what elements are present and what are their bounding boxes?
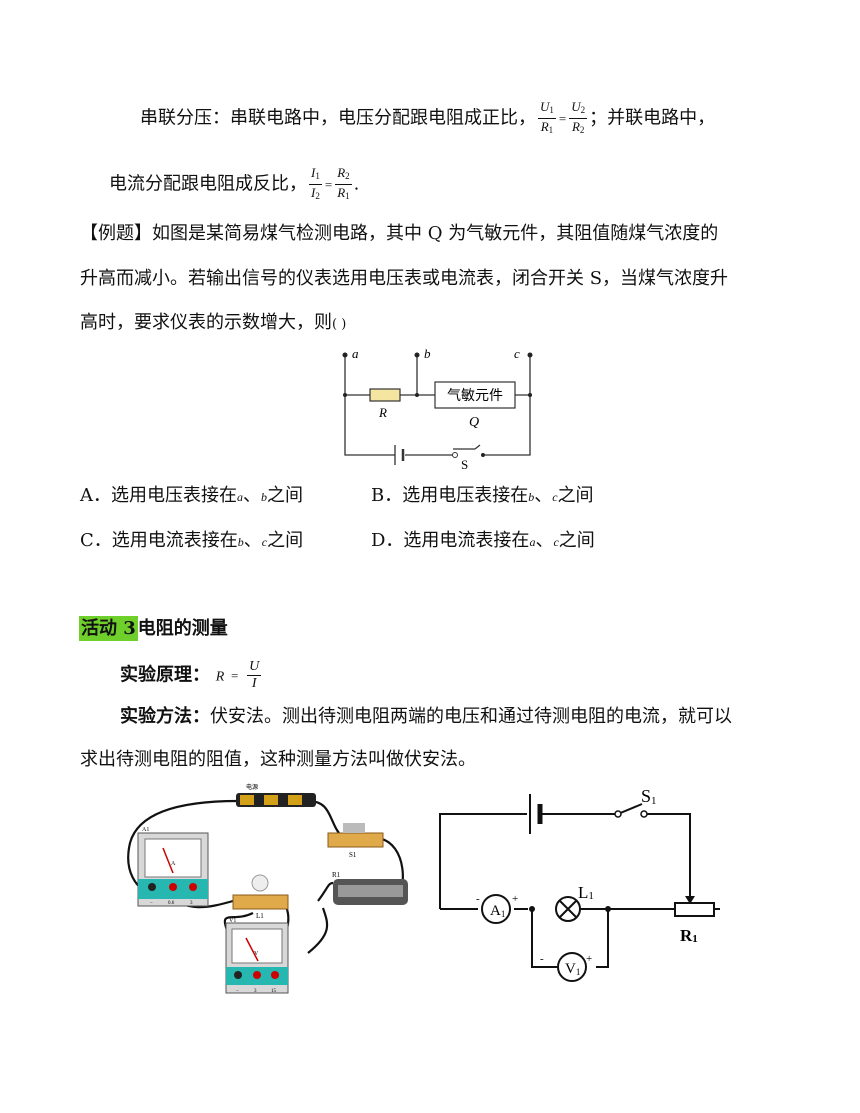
switch-s-label: S xyxy=(461,457,468,470)
photo-v1-label: V1 xyxy=(229,918,236,924)
activity-tag: 活动 3 xyxy=(79,616,138,641)
option-b: B．选用电压表接在b、c之间 xyxy=(371,485,594,506)
ammeter-tick: − xyxy=(150,901,153,906)
switch-s1 xyxy=(327,832,384,848)
example-line-3-text: 高时，要求仪表的示数增大，则 xyxy=(80,312,332,333)
method-label: 实验方法： xyxy=(120,706,210,727)
voltmeter-letter: V1 xyxy=(565,961,580,977)
ammeter-tick: 3 xyxy=(190,901,193,906)
option-a: A．选用电压表接在a、b之间 xyxy=(80,485,303,506)
voltammetry-schematic: A1 - + L1 V1 - + R1 S1 xyxy=(439,786,720,982)
lamp-l1-base xyxy=(232,894,289,910)
rheostat-label: R1 xyxy=(680,926,698,945)
terminal-c-label: c xyxy=(514,346,520,361)
voltmeter-tick: − xyxy=(236,989,239,994)
voltmeter-minus: - xyxy=(540,953,544,965)
answer-blank: ( ) xyxy=(332,317,347,332)
battery-label: 电源 xyxy=(246,783,258,791)
method-line-1: 实验方法：伏安法。测出待测电阻两端的电压和通过待测电阻的电流，就可以 xyxy=(120,703,732,731)
lamp-label: L1 xyxy=(578,883,594,902)
gas-detection-circuit-diagram: a b c R 气敏元件 Q S xyxy=(342,346,533,470)
series-text: 串联分压：串联电路中，电压分配跟电阻成正比， xyxy=(140,107,536,129)
ammeter-letter: A1 xyxy=(490,903,505,919)
method-text-1: 伏安法。测出待测电阻两端的电压和通过待测电阻的电流，就可以 xyxy=(210,706,732,727)
ammeter-tick: 0.6 xyxy=(168,901,175,906)
photo-l1-label: L1 xyxy=(256,912,264,920)
photo-a1-label: A1 xyxy=(142,827,149,833)
option-d: D．选用电流表接在a、c之间 xyxy=(371,530,595,551)
apparatus-photo-illustration: 电源 S1 A A1 − 0.6 3 L1 R1 V V1 − 3 15 xyxy=(127,783,408,994)
photo-r1-label: R1 xyxy=(332,871,341,879)
terminal-b-label: b xyxy=(424,346,431,361)
parallel-text: ；并联电路中， xyxy=(589,107,716,129)
parallel-current-text: 电流分配跟电阻成反比， xyxy=(109,173,307,195)
switch-label: S1 xyxy=(641,786,657,807)
voltmeter-tick: 3 xyxy=(254,989,257,994)
ammeter-symbol xyxy=(481,894,511,924)
example-line-2: 升高而减小。若输出信号的仪表选用电压表或电流表，闭合开关 S，当煤气浓度升 xyxy=(80,268,729,289)
example-line-3: 高时，要求仪表的示数增大，则( ) xyxy=(80,309,346,339)
equals-sign: = xyxy=(558,110,567,126)
terminal-a-label: a xyxy=(352,346,359,361)
formula-r: R xyxy=(215,669,225,685)
option-c: C．选用电流表接在b、c之间 xyxy=(80,530,304,551)
voltmeter-scale-label: V xyxy=(254,951,259,957)
gas-sensor-q-label: Q xyxy=(469,415,479,430)
period: . xyxy=(353,173,360,195)
rheostat-symbol xyxy=(674,902,715,917)
photo-s1-label: S1 xyxy=(349,851,357,859)
method-line-2: 求出待测电阻的阻值，这种测量方法叫做伏安法。 xyxy=(80,749,476,770)
formula-equals: = xyxy=(231,667,239,683)
resistor-r-label: R xyxy=(378,405,387,420)
lamp-bulb xyxy=(251,874,269,892)
resistor-r xyxy=(369,388,401,402)
voltmeter-plus: + xyxy=(586,953,592,965)
principle-label: 实验原理： xyxy=(120,664,210,686)
gas-sensor-label: 气敏元件 xyxy=(447,388,503,404)
example-line-1: 【例题】如图是某简易煤气检测电路，其中 Q 为气敏元件，其阻值随煤气浓度的 xyxy=(80,223,719,244)
voltmeter-tick: 15 xyxy=(271,989,277,994)
activity-title: 电阻的测量 xyxy=(137,618,228,639)
ammeter-plus: + xyxy=(512,893,518,905)
gas-sensor-element xyxy=(434,381,516,409)
equals-sign: = xyxy=(324,176,333,192)
ammeter-minus: - xyxy=(476,893,480,905)
voltmeter-symbol xyxy=(557,952,587,982)
ammeter-scale-label: A xyxy=(171,861,176,867)
rheostat-slider-arrow xyxy=(685,896,695,904)
